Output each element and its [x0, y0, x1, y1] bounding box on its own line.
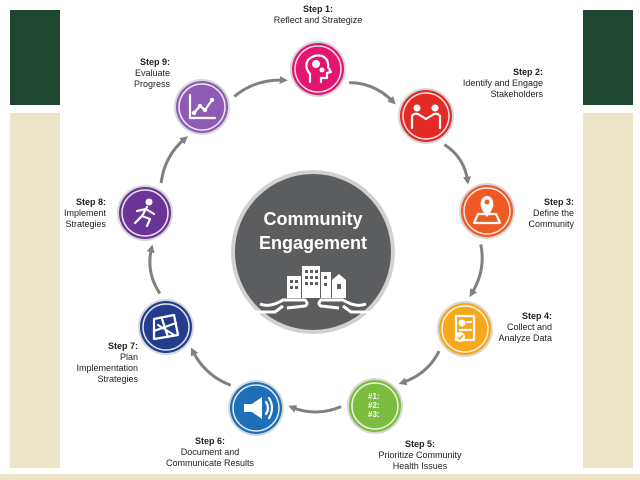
bottom-strip [0, 474, 640, 480]
step-description: Analyze Data [498, 333, 552, 343]
step-number: Step 3: [543, 197, 574, 207]
step-description: Reflect and Strategize [273, 15, 363, 25]
cycle-arrow [349, 81, 396, 105]
step-9-node [174, 79, 230, 135]
step-description: Document and [180, 447, 240, 457]
step-description: Plan [119, 352, 138, 362]
head-gears-icon [305, 54, 333, 84]
step-number: Step 9: [139, 57, 170, 67]
map-pin-icon [472, 196, 502, 225]
step-1-label: Step 1:Reflect and Strategize [274, 4, 363, 26]
step-2-node [398, 88, 454, 144]
right-green-bar [583, 10, 633, 105]
step-number: Step 7: [107, 341, 138, 351]
report-icon [454, 314, 476, 342]
step-description: Stakeholders [490, 89, 543, 99]
cycle-arrow [443, 143, 471, 185]
left-beige-panel [10, 113, 60, 468]
step-description: Prioritize Community [378, 450, 462, 460]
center-hub: Community Engagement [231, 170, 395, 334]
step-description: Evaluate [134, 68, 170, 78]
step-nodes: #1:#2:#3: [117, 41, 515, 436]
cycle-arrow [288, 405, 342, 414]
step-number: Step 8: [75, 197, 106, 207]
cycle-arrow [233, 76, 288, 98]
step-description: Community [528, 219, 574, 229]
priority-list-icon: #1:#2:#3: [368, 392, 380, 419]
community-hands-icon [249, 266, 377, 314]
step-8-node [117, 185, 173, 241]
step-description: Strategies [97, 374, 138, 384]
running-person-icon [133, 198, 156, 228]
handshake-icon [410, 104, 442, 130]
step-description: Collect and [506, 322, 552, 332]
priority-list-item: #2: [368, 401, 380, 410]
cycle-arrow [190, 347, 232, 387]
step-4-node [437, 301, 493, 357]
step-description: Health Issues [392, 461, 448, 471]
right-beige-panel [583, 113, 633, 468]
cycle-arrow [398, 350, 441, 386]
step-description: Strategies [65, 219, 106, 229]
priority-list-item: #1: [368, 392, 380, 401]
step-description: Communicate Results [165, 458, 255, 468]
step-description: Implementation [76, 363, 138, 373]
chart-icon [188, 93, 217, 120]
step-number: Step 2: [512, 67, 543, 77]
step-number: Step 5: [404, 439, 435, 449]
hub-title-line2: Engagement [258, 233, 368, 253]
blueprint-icon [152, 313, 180, 341]
cycle-arrow [146, 244, 162, 295]
step-3-node [459, 183, 515, 239]
step-number: Step 6: [194, 436, 225, 446]
cycle-arrow [159, 136, 189, 184]
left-green-bar [10, 10, 60, 105]
cycle-arrow [469, 244, 484, 298]
megaphone-icon [244, 396, 274, 420]
step-1-node [290, 41, 346, 97]
step-description: Implement [63, 208, 106, 218]
hub-title-line1: Community [263, 209, 363, 229]
step-description: Define the [532, 208, 574, 218]
priority-list-item: #3: [368, 410, 380, 419]
step-description: Identify and Engage [462, 78, 543, 88]
step-number: Step 4: [521, 311, 552, 321]
step-number: Step 1: [302, 4, 333, 14]
step-5-node: #1:#2:#3: [347, 378, 403, 434]
step-6-node [228, 380, 284, 436]
step-7-node [138, 299, 194, 355]
step-description: Progress [133, 79, 170, 89]
cycle-arrows [146, 76, 484, 414]
